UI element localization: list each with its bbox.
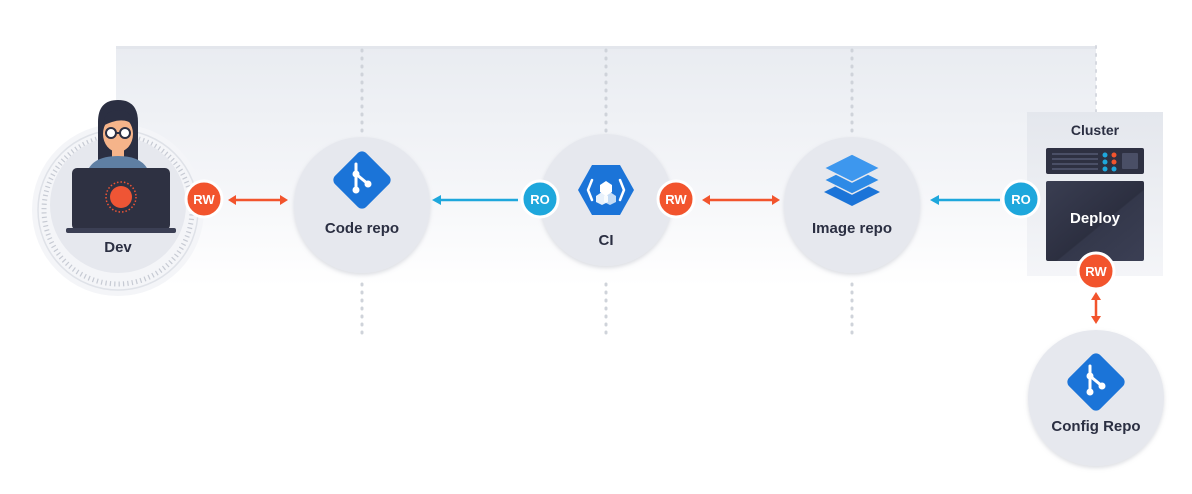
svg-text:RW: RW bbox=[665, 192, 687, 207]
git-icon bbox=[333, 151, 391, 209]
ci-node: CI bbox=[540, 134, 672, 266]
developer-at-laptop-icon bbox=[66, 100, 176, 233]
image-repo-node: Image repo bbox=[784, 137, 920, 273]
server-rack-icon bbox=[1046, 148, 1144, 174]
rw-badge-deploy-config: RW bbox=[1076, 251, 1116, 291]
stage-separators bbox=[360, 48, 854, 336]
rw-badge-dev-code: RW bbox=[184, 179, 224, 219]
connector-cluster-image-repo bbox=[930, 195, 1000, 205]
rw-badge-ci-image: RW bbox=[656, 179, 696, 219]
svg-text:RO: RO bbox=[530, 192, 550, 207]
connector-dev-code-repo bbox=[228, 195, 288, 205]
cluster-label: Cluster bbox=[1071, 122, 1120, 138]
connector-ci-code-repo bbox=[432, 195, 518, 205]
svg-text:RO: RO bbox=[1011, 192, 1031, 207]
config-repo-node: Config Repo bbox=[1028, 330, 1164, 466]
svg-text:RW: RW bbox=[1085, 264, 1107, 279]
code-repo-node: Code repo bbox=[294, 137, 430, 273]
deploy-label: Deploy bbox=[1070, 210, 1121, 227]
ci-label: CI bbox=[599, 232, 614, 249]
cluster-panel: Cluster Deploy bbox=[1027, 112, 1163, 276]
svg-text:RW: RW bbox=[193, 192, 215, 207]
container-registry-hexagon-icon bbox=[578, 165, 634, 215]
dev-node: Dev bbox=[32, 100, 204, 296]
layers-stack-icon bbox=[822, 153, 882, 206]
image-repo-label: Image repo bbox=[812, 220, 892, 237]
deploy-panel: Deploy bbox=[1046, 181, 1144, 261]
connector-ci-image-repo bbox=[702, 195, 780, 205]
ro-badge-ci-code: RO bbox=[520, 179, 560, 219]
config-repo-label: Config Repo bbox=[1051, 418, 1140, 435]
connector-deploy-config-repo bbox=[1091, 292, 1101, 324]
dev-label: Dev bbox=[104, 239, 132, 256]
git-icon bbox=[1067, 353, 1125, 411]
code-repo-label: Code repo bbox=[325, 220, 399, 237]
ro-badge-cluster-image: RO bbox=[1001, 179, 1041, 219]
